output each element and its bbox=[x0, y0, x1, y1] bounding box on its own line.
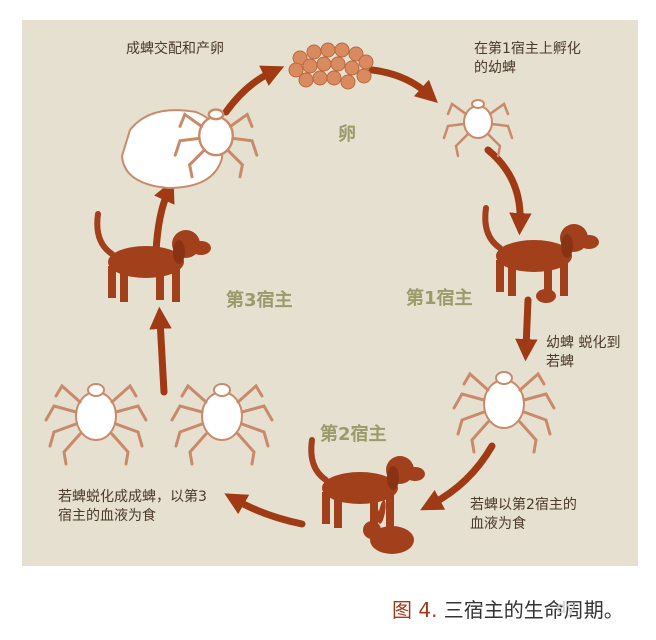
caption-text: 三宿主的生命周期。 bbox=[437, 598, 624, 622]
rabbit-host bbox=[363, 500, 414, 554]
adult-tick-2 bbox=[170, 382, 274, 466]
label-egg: 卵 bbox=[338, 124, 356, 145]
adult-tick-1 bbox=[44, 382, 148, 466]
label-host1: 第1宿主 bbox=[406, 288, 473, 309]
label-host2: 第2宿主 bbox=[320, 424, 387, 445]
figure-caption: 图 4. 三宿主的生命周期。 bbox=[392, 594, 624, 623]
host1-dog bbox=[485, 208, 599, 296]
host3-dog bbox=[97, 214, 211, 302]
label-larva-hatch: 在第1宿主上孵化 的幼蜱 bbox=[474, 41, 581, 76]
larva-tick bbox=[442, 98, 514, 158]
egg-cluster bbox=[288, 42, 374, 90]
label-host3: 第3宿主 bbox=[226, 290, 293, 311]
label-nymph-feed: 若蜱以第2宿主的 血液为食 bbox=[470, 497, 577, 532]
host2-dog bbox=[311, 440, 425, 528]
cycle-arrows bbox=[149, 65, 538, 528]
nymph-tick bbox=[452, 370, 556, 454]
watermark: dy bbox=[556, 598, 576, 617]
label-larva-molt: 幼蜱 蜕化到 若蜱 bbox=[546, 335, 621, 370]
engorged-adult-tick bbox=[120, 108, 259, 190]
caption-number: 图 4. bbox=[392, 598, 438, 622]
label-nymph-molt: 若蜱蜕化成成蜱，以第3 宿主的血液为食 bbox=[58, 489, 207, 524]
rodent-host bbox=[536, 289, 556, 303]
label-adult-mating: 成蜱交配和产卵 bbox=[126, 41, 224, 57]
